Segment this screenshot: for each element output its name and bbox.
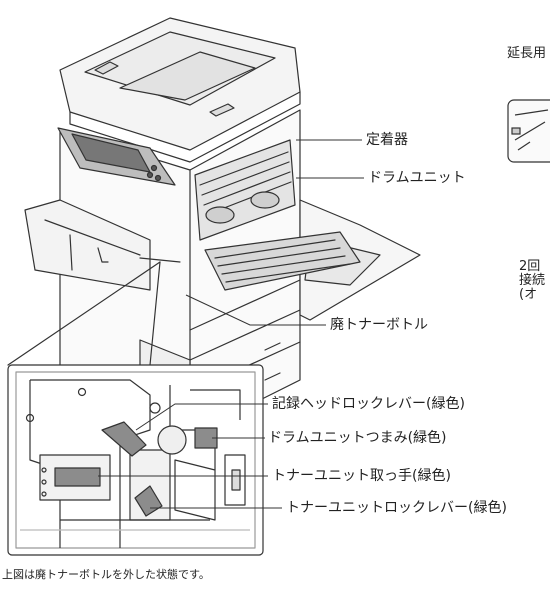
zoom-line-left	[7, 261, 161, 366]
label-print-head-lock-lever: 記録ヘッドロックレバー(緑色)	[272, 396, 465, 412]
side-door	[204, 199, 421, 321]
caption: 上図は廃トナーボトルを外した状態です。	[2, 568, 210, 581]
internal-units	[194, 139, 296, 241]
label-drum-unit-knob: ドラムユニットつまみ(緑色)	[268, 430, 447, 446]
label-toner-unit-lock-lever: トナーユニットロックレバー(緑色)	[286, 500, 507, 516]
fragment-connect: 接続	[519, 273, 546, 288]
label-waste-toner-bottle: 廃トナーボトル	[330, 317, 428, 333]
label-fuser: 定着器	[366, 132, 408, 148]
detail-inset	[7, 364, 264, 556]
operation-panel	[57, 127, 176, 186]
leader-lines	[98, 139, 364, 509]
leader-waste-toner-bottle	[185, 294, 326, 326]
fragment-two-times: 2回	[519, 259, 541, 274]
zoom-line-right	[149, 261, 161, 366]
label-drum-unit: ドラムユニット	[368, 170, 466, 186]
print-head-lock-lever-shape	[101, 421, 147, 457]
label-toner-unit-handle: トナーユニット取っ手(緑色)	[272, 468, 451, 484]
right-partial-figure	[507, 99, 550, 163]
fragment-paren: (オ	[519, 287, 538, 302]
fragment-extension: 延長用	[507, 46, 547, 61]
toner-unit-handle-shape	[54, 467, 101, 487]
leader-print-head-lock-lever	[135, 403, 268, 431]
document-feeder	[59, 17, 301, 163]
front-cover	[24, 199, 151, 291]
